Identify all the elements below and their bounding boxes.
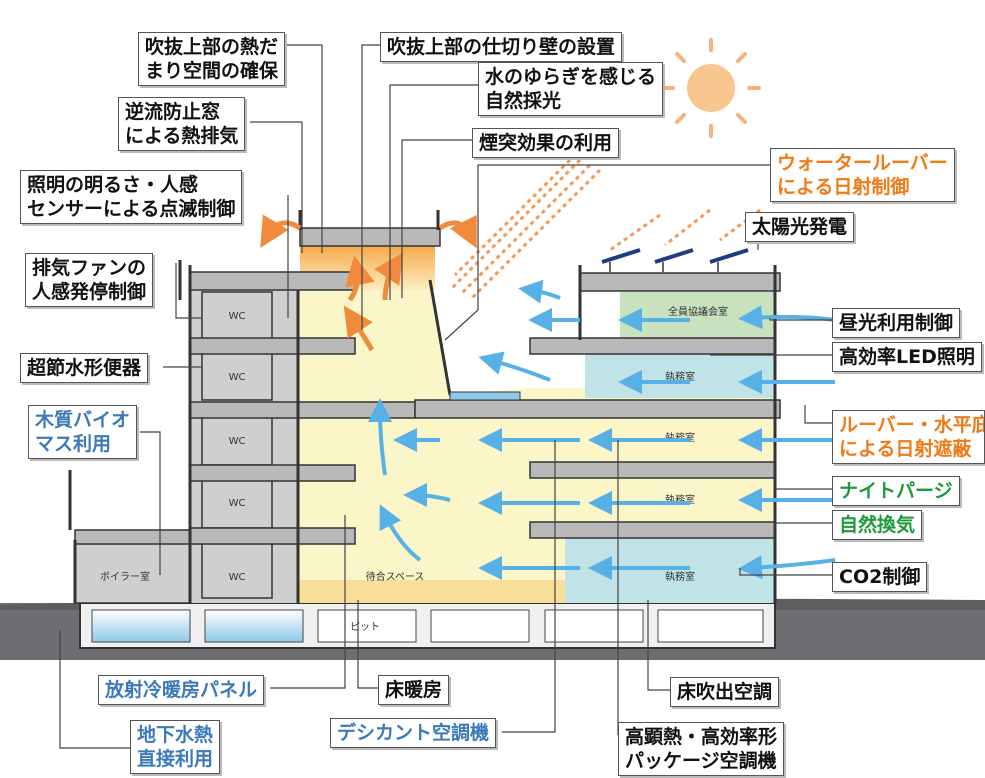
callout-high-eff-led: 高効率LED照明 [832,342,982,372]
callout-backflow-window: 逆流防止窓による熱排気 [118,97,246,151]
sun-icon [661,38,761,138]
callout-natural-vent: 自然換気 [832,510,923,540]
callout-louver-shade: ルーバー・水平庇による日射遮蔽 [832,410,985,464]
callout-package-ac: 高顕熱・高効率形パッケージ空調機 [618,722,785,776]
airflow-arrows [368,279,836,580]
wc-label: WC [229,436,246,447]
callout-water-daylight: 水のゆらぎを感じる自然採光 [478,62,664,116]
office-label: 執務室 [665,570,695,583]
callout-stack-effect: 煙突効果の利用 [472,128,620,158]
callout-desiccant: デシカント空調機 [330,718,497,748]
callout-water-louver: ウォータールーバーによる日射制御 [770,148,955,202]
wc-label: WC [229,311,246,322]
conference-room-label: 全員協議会室 [668,305,728,318]
callout-solar-power: 太陽光発電 [745,212,855,242]
callout-atrium-heat-pool: 吹抜上部の熱だまり空間の確保 [138,32,286,86]
callout-co2-control: CO2制御 [832,562,928,592]
callout-atrium-partition: 吹抜上部の仕切り壁の設置 [380,32,623,62]
callout-radiant-panel: 放射冷暖房パネル [98,675,265,705]
wc-label: WC [229,498,246,509]
callout-toilet: 超節水形便器 [20,353,149,383]
heat-arrows [260,214,477,352]
atrium [298,270,775,603]
callout-floor-ac: 床吹出空調 [670,677,780,707]
wc-block [190,275,298,603]
wc-label: WC [229,572,246,583]
waiting-space-label: 待合スペース [366,570,425,583]
leader-lines [59,44,832,749]
callout-lighting-sensor: 照明の明るさ・人感センサーによる点滅制御 [20,170,243,224]
pit-label: ピット [350,621,380,633]
solar-panels [601,248,749,264]
wc-label: WC [229,372,246,383]
callout-floor-heating: 床暖房 [378,675,450,705]
callout-biomass: 木質バイオマス利用 [28,405,138,459]
callout-daylight-control: 昼光利用制御 [832,308,961,338]
boiler-room-label: ボイラー室 [100,570,150,583]
callout-groundwater: 地下水熱直接利用 [130,720,221,774]
office-label: 執務室 [665,431,695,444]
callout-exhaust-fan: 排気ファンの人感発停制御 [25,253,154,307]
water-tanks [91,609,304,643]
office-label: 執務室 [665,370,695,383]
callout-night-purge: ナイトパージ [832,476,960,506]
